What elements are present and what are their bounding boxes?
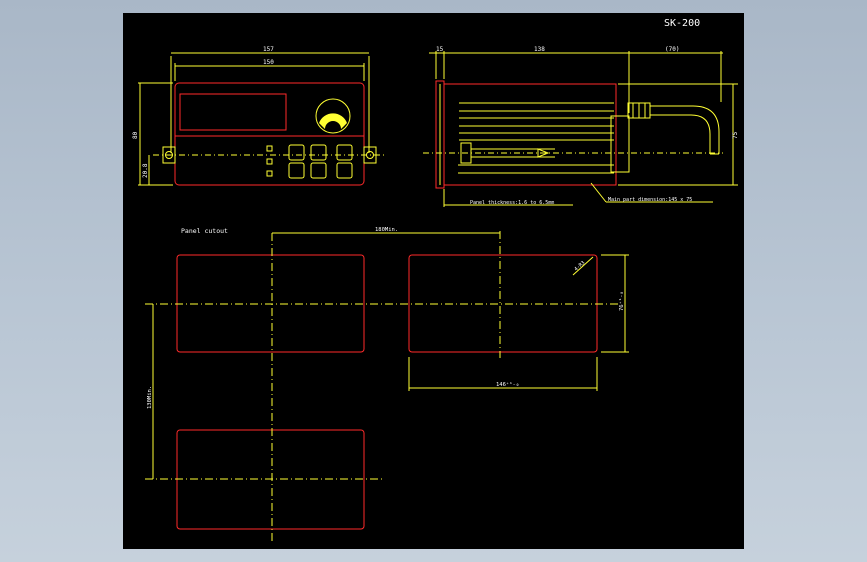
side-view: 15 138 (70) 75 Panel thickness:1.6 to 6.…: [423, 46, 739, 207]
side-ribs: [459, 102, 614, 141]
dim-corner-radius: 4-R3: [573, 260, 586, 273]
panel-thickness-note: Panel thickness:1.6 to 6.5mm: [470, 200, 554, 206]
dim-bezel-depth: 15: [436, 46, 444, 53]
dim-body-depth: 138: [534, 46, 545, 53]
front-outline: [174, 82, 365, 186]
dim-front-height: 80: [132, 131, 139, 139]
front-indicators: [266, 144, 353, 179]
dim-pitch-vertical: 130Min.: [147, 386, 153, 409]
dim-mount-height: 20.8: [142, 163, 149, 178]
side-body: [443, 83, 617, 186]
dim-cutout-height: 76⁺¹₋₀: [618, 291, 625, 311]
dial-icon: [315, 98, 351, 134]
cutout-dimensions: [152, 232, 629, 479]
dim-pitch-horizontal: 180Min.: [375, 227, 398, 233]
panel-cutout: Panel cutout 180Min. 130Min. 4-R3 146⁺¹₋…: [145, 227, 629, 543]
cutout-centerlines: [145, 231, 618, 543]
side-dimensions: [429, 51, 738, 207]
cutout-title: Panel cutout: [181, 227, 228, 235]
dim-inner-width: 150: [263, 59, 274, 66]
dim-connector-length: (70): [665, 46, 679, 53]
dim-side-height: 75: [732, 131, 739, 139]
drawing-title: SK-200: [664, 18, 700, 29]
cad-drawing: SK-200: [132, 18, 739, 543]
drawing-sheet: SK-200: [123, 13, 744, 549]
side-terminal: [458, 142, 614, 174]
front-dimensions: [138, 52, 370, 186]
dim-cutout-width: 146⁺¹₋₀: [496, 381, 519, 388]
side-rear-plate: [610, 115, 630, 173]
front-display-window: [179, 93, 287, 131]
cable-icon: [627, 102, 720, 155]
dim-overall-width: 157: [263, 46, 274, 53]
main-dimension-note: Main part dimension:145 x 75: [608, 197, 692, 203]
front-view: 157 150 80 20.8: [132, 46, 385, 186]
